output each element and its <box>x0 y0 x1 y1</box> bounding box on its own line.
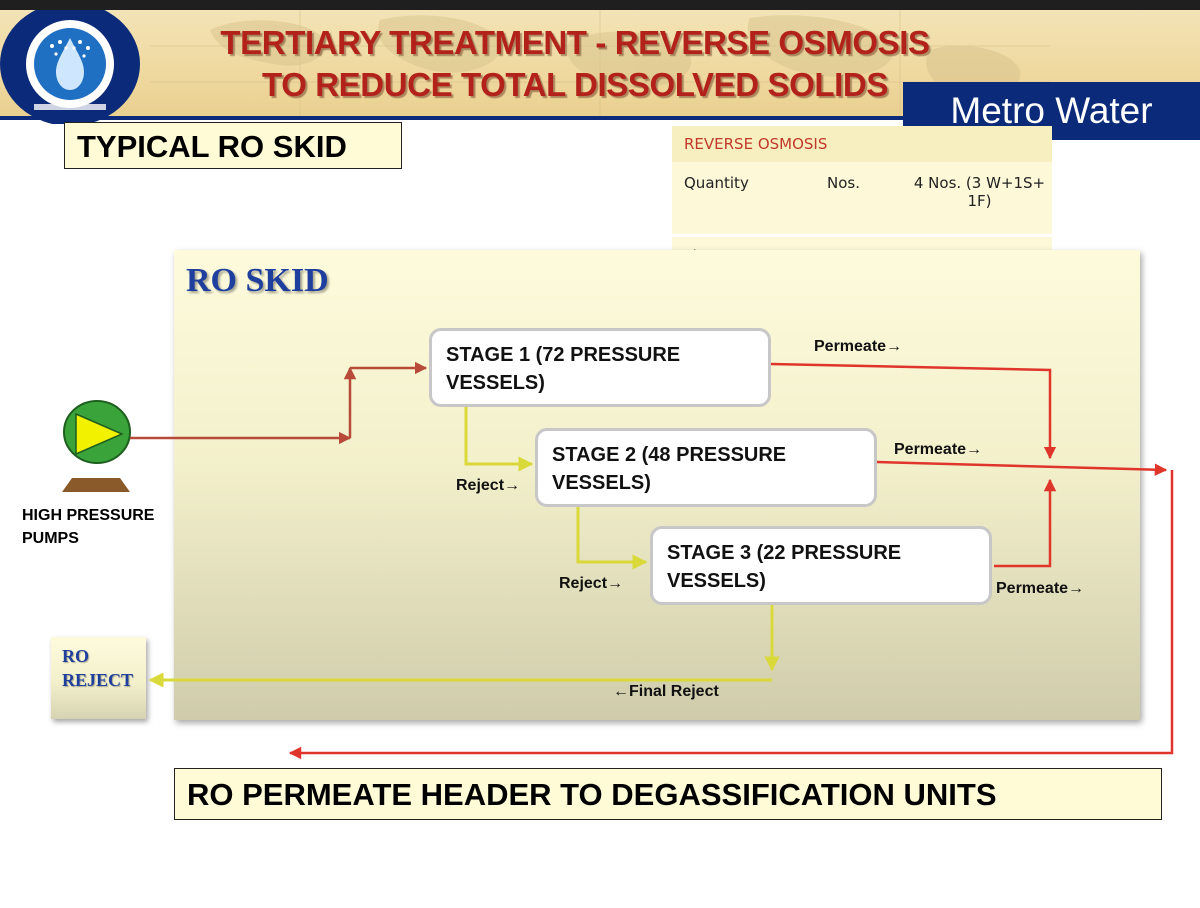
pump-icon <box>62 400 131 492</box>
slide-title-line-2: TO REDUCE TOTAL DISSOLVED SOLIDS <box>262 66 888 103</box>
high-pressure-pumps-label: HIGH PRESSURE PUMPS <box>22 507 155 547</box>
reject-label-1: Reject→ <box>456 477 521 494</box>
stage-1-box: STAGE 1 (72 PRESSURE VESSELS) <box>429 328 771 407</box>
permeate-label-1: Permeate→ <box>814 338 903 355</box>
spec-table-heading-row: REVERSE OSMOSIS <box>672 126 1052 162</box>
header-divider <box>0 116 1200 120</box>
permeate-label-3: Permeate→ <box>996 580 1085 597</box>
metro-water-emblem-icon <box>0 10 140 124</box>
typical-ro-skid-label: TYPICAL RO SKID <box>64 122 402 169</box>
spec-param: Quantity <box>672 162 827 237</box>
ro-reject-box <box>51 637 146 719</box>
ro-reject-label: RO REJECT <box>62 646 134 690</box>
stage-2-box: STAGE 2 (48 PRESSURE VESSELS) <box>535 428 877 507</box>
table-row: Quantity Nos. 4 Nos. (3 W+1S+ 1F) <box>672 162 1052 237</box>
permeate-header-label: RO PERMEATE HEADER TO DEGASSIFICATION UN… <box>174 768 1162 820</box>
final-reject-label: ←Final Reject <box>613 683 719 700</box>
reject-label-2: Reject→ <box>559 575 624 592</box>
slide-title-line-1: TERTIARY TREATMENT - REVERSE OSMOSIS <box>220 24 930 61</box>
ro-skid-title: RO SKID <box>186 262 329 299</box>
spec-table-heading: REVERSE OSMOSIS <box>672 126 1052 162</box>
slide: TERTIARY TREATMENT - REVERSE OSMOSIS TO … <box>0 10 1200 908</box>
flow-diagram <box>62 361 1174 760</box>
feed-line <box>130 361 428 445</box>
spec-unit: Nos. <box>827 162 907 237</box>
stage-3-box: STAGE 3 (22 PRESSURE VESSELS) <box>650 526 992 605</box>
permeate-label-2: Permeate→ <box>894 441 983 458</box>
permeate-lines <box>288 362 1174 760</box>
reject-lines <box>148 407 780 688</box>
spec-value: 4 Nos. (3 W+1S+ 1F) <box>907 162 1052 237</box>
